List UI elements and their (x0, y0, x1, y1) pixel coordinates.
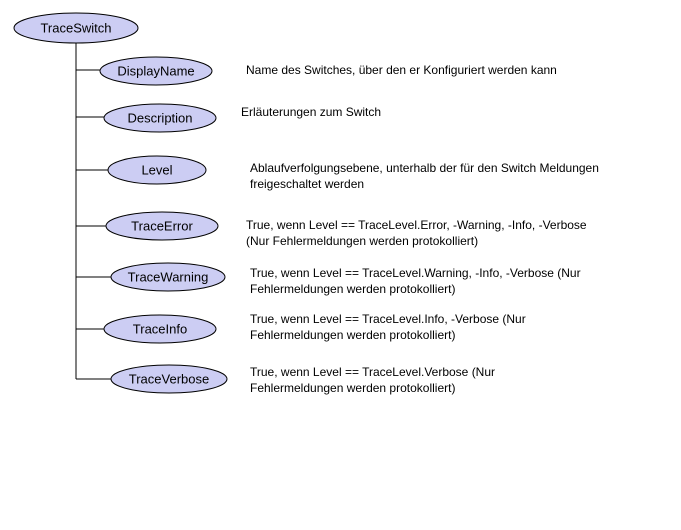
description-traceverbose: True, wenn Level == TraceLevel.Verbose (… (250, 365, 496, 395)
node-shape (110, 262, 226, 292)
node-shape (107, 155, 207, 185)
node-shape (103, 103, 217, 133)
property-node-tracewarning: TraceWarning (110, 262, 226, 292)
description-displayname: Name des Switches, über den er Konfiguri… (246, 63, 557, 77)
root-node-label: TraceSwitch (40, 21, 111, 36)
description-description: Erläuterungen zum Switch (241, 105, 382, 119)
node-shape (110, 364, 228, 394)
property-node-traceverbose: TraceVerbose (110, 364, 228, 394)
property-node-level: Level (107, 155, 207, 185)
tree-connectors (75, 43, 111, 380)
node-label: TraceError (131, 219, 193, 234)
root-node: TraceSwitch (13, 12, 139, 44)
node-label: Level (141, 163, 172, 178)
description-level: Ablaufverfolgungsebene, unterhalb der fü… (250, 161, 599, 191)
node-shape (103, 314, 217, 344)
description-traceinfo: True, wenn Level == TraceLevel.Info, -Ve… (250, 312, 526, 342)
node-label: TraceVerbose (129, 372, 209, 387)
node-shape (105, 211, 219, 241)
property-node-description: Description (103, 103, 217, 133)
property-node-traceerror: TraceError (105, 211, 219, 241)
description-tracewarning: True, wenn Level == TraceLevel.Warning, … (250, 266, 581, 296)
node-label: Description (127, 111, 192, 126)
node-shape (99, 56, 213, 86)
property-node-traceinfo: TraceInfo (103, 314, 217, 344)
root-node-shape (13, 12, 139, 44)
property-node-displayname: DisplayName (99, 56, 213, 86)
node-label: TraceWarning (128, 270, 209, 285)
node-label: DisplayName (117, 64, 194, 79)
node-label: TraceInfo (133, 322, 187, 337)
description-traceerror: True, wenn Level == TraceLevel.Error, -W… (246, 218, 587, 248)
